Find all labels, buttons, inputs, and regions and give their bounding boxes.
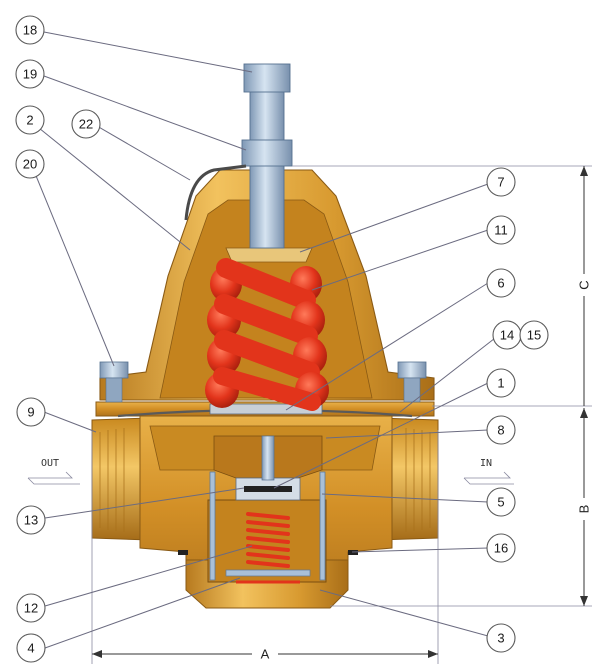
- callout-14-label: 14: [500, 328, 514, 343]
- callout-19: 19: [15, 59, 45, 89]
- callout-15-label: 15: [527, 328, 541, 343]
- callout-14: 14: [492, 320, 522, 350]
- callout-6: 6: [486, 268, 516, 298]
- callout-7: 7: [486, 167, 516, 197]
- dimension-b: B: [330, 408, 592, 607]
- callout-9: 9: [16, 397, 46, 427]
- dimension-a: A: [91, 430, 439, 664]
- cartridge-wall-right: [319, 471, 326, 581]
- bolt-left: [99, 361, 129, 403]
- callout-3: 3: [486, 623, 516, 653]
- callout-11-label: 11: [494, 223, 508, 238]
- diaphragm-plate: [209, 403, 323, 415]
- outlet-flow-indicator: OUT: [27, 458, 80, 485]
- callout-3-label: 3: [497, 631, 504, 646]
- outlet-label: OUT: [41, 458, 59, 469]
- screw-shaft: [249, 89, 285, 249]
- bolt-right: [397, 361, 427, 403]
- callout-22: 22: [71, 109, 101, 139]
- inlet-flow-indicator: IN: [463, 458, 514, 485]
- callout-22-label: 22: [79, 117, 93, 132]
- callout-8-label: 8: [497, 423, 504, 438]
- callout-13-label: 13: [24, 513, 38, 528]
- seal-wire: [184, 164, 247, 221]
- lower-spring: [246, 512, 290, 568]
- callout-16: 16: [486, 533, 516, 563]
- callout-1: 1: [486, 368, 516, 398]
- adjusting-screw: [184, 63, 293, 249]
- screw-head: [243, 63, 291, 93]
- callout-2: 2: [15, 105, 45, 135]
- callout-12: 12: [16, 593, 46, 623]
- spring-top-plate: [225, 247, 313, 263]
- callout-12-label: 12: [24, 601, 38, 616]
- inlet-port-thread: [405, 428, 431, 532]
- poppet-seal: [244, 486, 292, 492]
- inlet-label: IN: [480, 458, 492, 469]
- dimension-b-label: B: [577, 505, 592, 514]
- callout-7-label: 7: [497, 175, 504, 190]
- callout-4: 4: [16, 633, 46, 663]
- valve-body: [91, 411, 439, 609]
- dimension-c: C: [292, 165, 592, 407]
- ring-seal-right: [348, 550, 358, 555]
- callout-5-label: 5: [497, 495, 504, 510]
- callout-5: 5: [486, 487, 516, 517]
- callout-13: 13: [16, 505, 46, 535]
- callout-16-label: 16: [494, 541, 508, 556]
- callout-18-label: 18: [23, 23, 37, 38]
- spring-base-plate: [225, 569, 311, 577]
- diaphragm-assembly: [95, 401, 435, 418]
- callout-8: 8: [486, 415, 516, 445]
- callout-6-label: 6: [497, 276, 504, 291]
- callout-20: 20: [15, 149, 45, 179]
- valve-stem: [261, 435, 275, 481]
- callout-18: 18: [15, 15, 45, 45]
- dimension-a-label: A: [261, 647, 270, 662]
- dimension-c-label: C: [577, 280, 592, 289]
- leader-lines: [31, 31, 500, 649]
- callout-2-label: 2: [26, 113, 33, 128]
- callout-19-label: 19: [23, 67, 37, 82]
- callout-9-label: 9: [27, 405, 34, 420]
- ring-seal-left: [178, 550, 188, 555]
- outlet-port-thread: [99, 428, 125, 532]
- callout-20-label: 20: [23, 157, 37, 172]
- callout-4-label: 4: [27, 641, 34, 656]
- callout-11: 11: [486, 215, 516, 245]
- lock-nut: [241, 139, 293, 167]
- callout-15: 15: [519, 320, 549, 350]
- cartridge-wall-left: [209, 471, 216, 581]
- callout-1-label: 1: [497, 376, 504, 391]
